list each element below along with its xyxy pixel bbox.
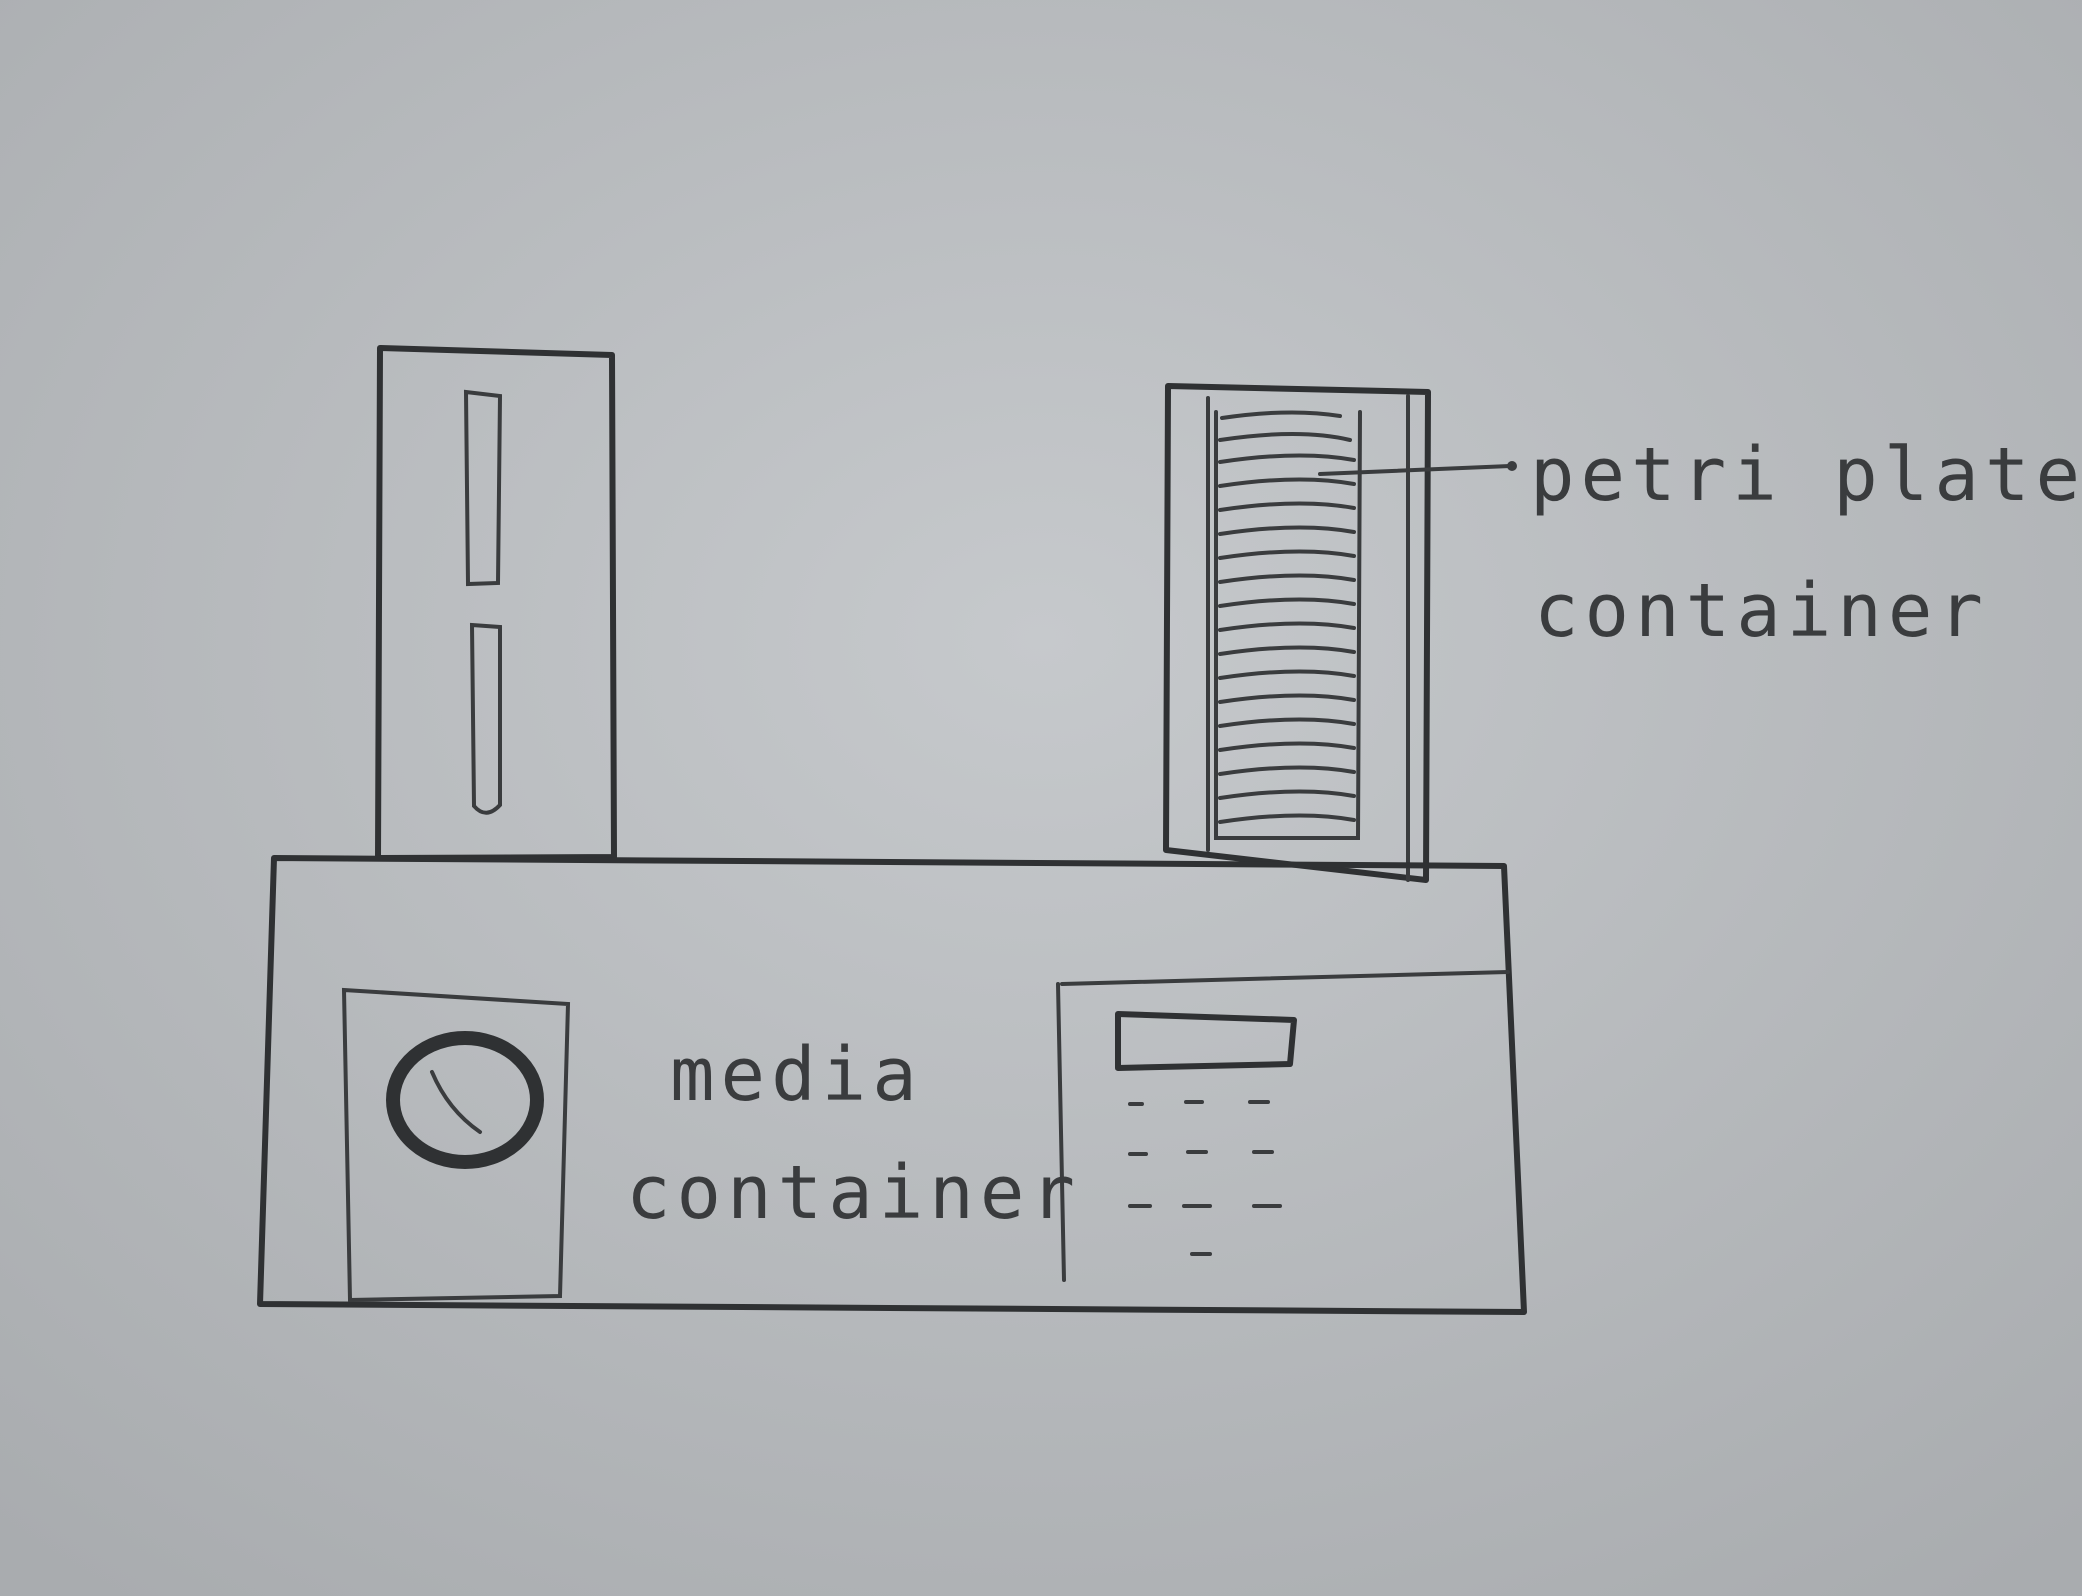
- media-container-label-line2: container: [626, 1150, 1081, 1236]
- round-port-icon: [386, 1031, 544, 1169]
- control-panel: [1056, 982, 1297, 1282]
- petri-plate-container-tower: [1163, 383, 1517, 883]
- left-tower: [375, 345, 617, 861]
- upper-slot: [463, 389, 503, 587]
- lower-slot: [469, 622, 502, 815]
- arrow-tip: [1507, 461, 1517, 471]
- label-pointer-arrow: [1318, 464, 1512, 476]
- petri-plate-label-line2: container: [1534, 568, 1989, 654]
- media-container-door: [341, 987, 571, 1303]
- display-screen: [1115, 1011, 1297, 1071]
- media-container-label-line1: media: [670, 1032, 923, 1118]
- petri-plate-label-line1: petri plate: [1530, 432, 2082, 518]
- petri-plate-stack: [1214, 410, 1362, 840]
- port-highlight: [430, 1070, 482, 1134]
- base-body: [257, 855, 1527, 1315]
- keypad: [1128, 1100, 1282, 1256]
